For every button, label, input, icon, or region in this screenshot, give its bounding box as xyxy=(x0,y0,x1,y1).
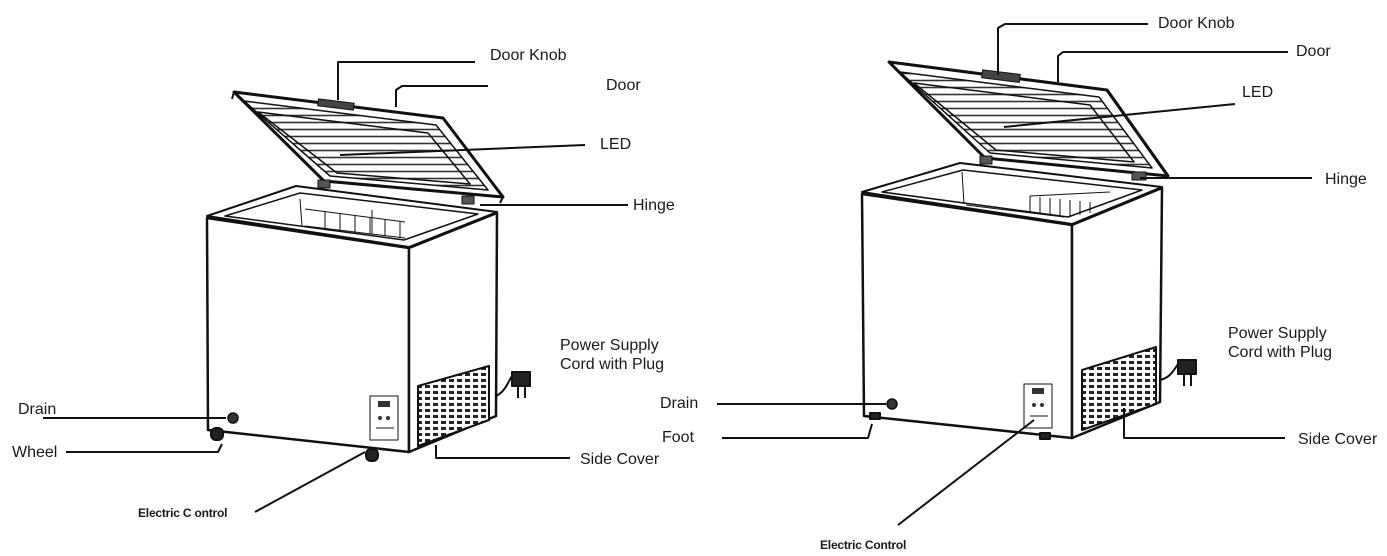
left-label-hinge: Hinge xyxy=(633,197,675,214)
left-label-door: Door xyxy=(606,77,641,94)
right-label-door-knob: Door Knob xyxy=(1158,15,1235,32)
right-label-door: Door xyxy=(1296,43,1331,60)
left-label-electric-control: Electric C ontrol xyxy=(138,506,228,520)
right-label-power-cord-line1: Power Supply xyxy=(1228,325,1327,342)
right-drain xyxy=(886,398,898,410)
left-label-drain: Drain xyxy=(18,401,57,418)
right-power-plug xyxy=(1159,359,1197,386)
left-label-wheel: Wheel xyxy=(12,444,58,461)
left-electric-control xyxy=(369,395,399,441)
right-label-power-cord-line2: Cord with Plug xyxy=(1228,344,1333,361)
right-feet xyxy=(869,412,1051,440)
right-door xyxy=(887,60,1170,178)
left-hinge xyxy=(317,179,331,189)
left-label-power-cord-line1: Power Supply xyxy=(560,337,659,354)
left-side-cover xyxy=(417,365,490,447)
right-side-cover xyxy=(1081,346,1157,431)
left-hinge-right xyxy=(461,195,475,205)
left-door xyxy=(231,90,505,204)
right-hinge xyxy=(979,155,993,165)
left-label-door-knob: Door Knob xyxy=(490,47,567,64)
right-freezer xyxy=(717,23,1312,526)
left-power-plug xyxy=(495,371,531,398)
left-label-power-cord-line2: Cord with Plug xyxy=(560,356,665,373)
left-freezer xyxy=(43,61,628,513)
left-drain xyxy=(227,412,239,424)
right-hinge-right xyxy=(1131,171,1147,181)
right-label-drain: Drain xyxy=(660,395,699,412)
left-label-power-cord: Power Supply Cord with Plug xyxy=(560,336,720,374)
right-door-knob xyxy=(981,69,1021,83)
right-label-hinge: Hinge xyxy=(1325,171,1367,188)
left-label-side-cover: Side Cover xyxy=(580,451,660,468)
right-label-power-cord: Power Supply Cord with Plug xyxy=(1228,324,1387,362)
left-wheels xyxy=(210,427,379,462)
left-label-led: LED xyxy=(600,136,632,153)
right-electric-control xyxy=(1023,383,1053,429)
right-label-foot: Foot xyxy=(662,429,695,446)
left-door-knob xyxy=(317,98,355,111)
right-label-electric-control: Electric Control xyxy=(820,538,907,552)
right-label-side-cover: Side Cover xyxy=(1298,431,1378,448)
right-label-led: LED xyxy=(1242,84,1274,101)
